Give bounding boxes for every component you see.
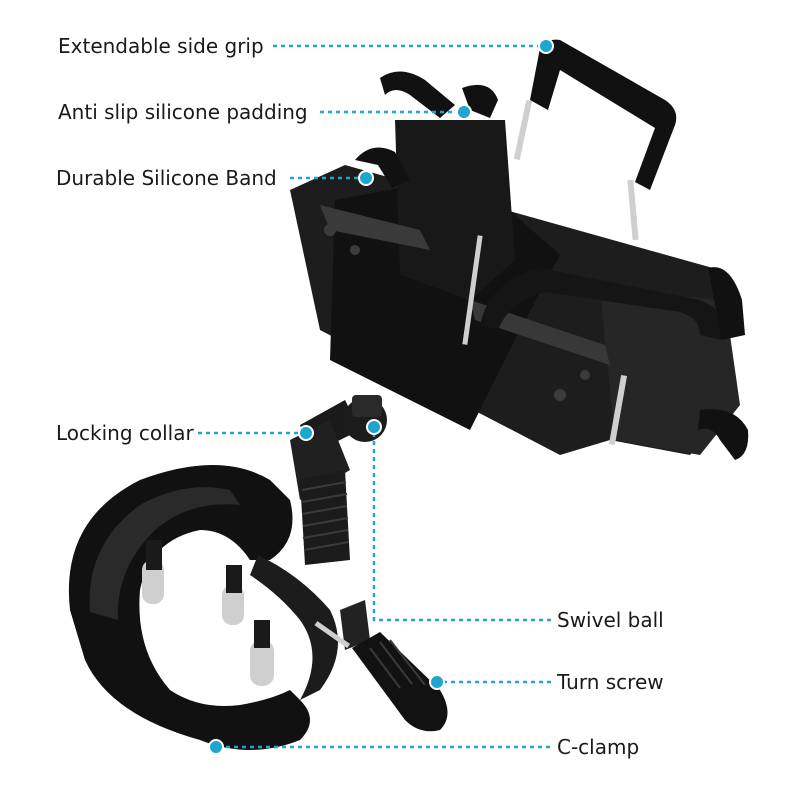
- leader-swivel-ball: [372, 433, 553, 622]
- dot-c-clamp: [208, 739, 224, 755]
- label-swivel-ball: Swivel ball: [557, 608, 664, 632]
- label-locking-collar: Locking collar: [56, 421, 194, 445]
- turn-screw-knob: [314, 621, 448, 732]
- label-extendable-side-grip: Extendable side grip: [58, 34, 264, 58]
- label-durable-silicone-band: Durable Silicone Band: [56, 166, 277, 190]
- label-anti-slip-silicone-padding: Anti slip silicone padding: [58, 100, 308, 124]
- dot-turn-screw: [429, 674, 445, 690]
- dot-locking-collar: [298, 425, 314, 441]
- dot-durable-silicone-band: [358, 170, 374, 186]
- dot-extendable-side-grip: [538, 38, 554, 54]
- c-clamp-body: [68, 465, 370, 750]
- label-turn-screw: Turn screw: [557, 670, 664, 694]
- callout-dots: [208, 38, 554, 755]
- phone-cradle: [290, 39, 749, 460]
- label-c-clamp: C-clamp: [557, 735, 640, 759]
- leader-lines: [198, 44, 553, 749]
- dot-anti-slip-silicone-padding: [456, 104, 472, 120]
- dot-swivel-ball: [366, 419, 382, 435]
